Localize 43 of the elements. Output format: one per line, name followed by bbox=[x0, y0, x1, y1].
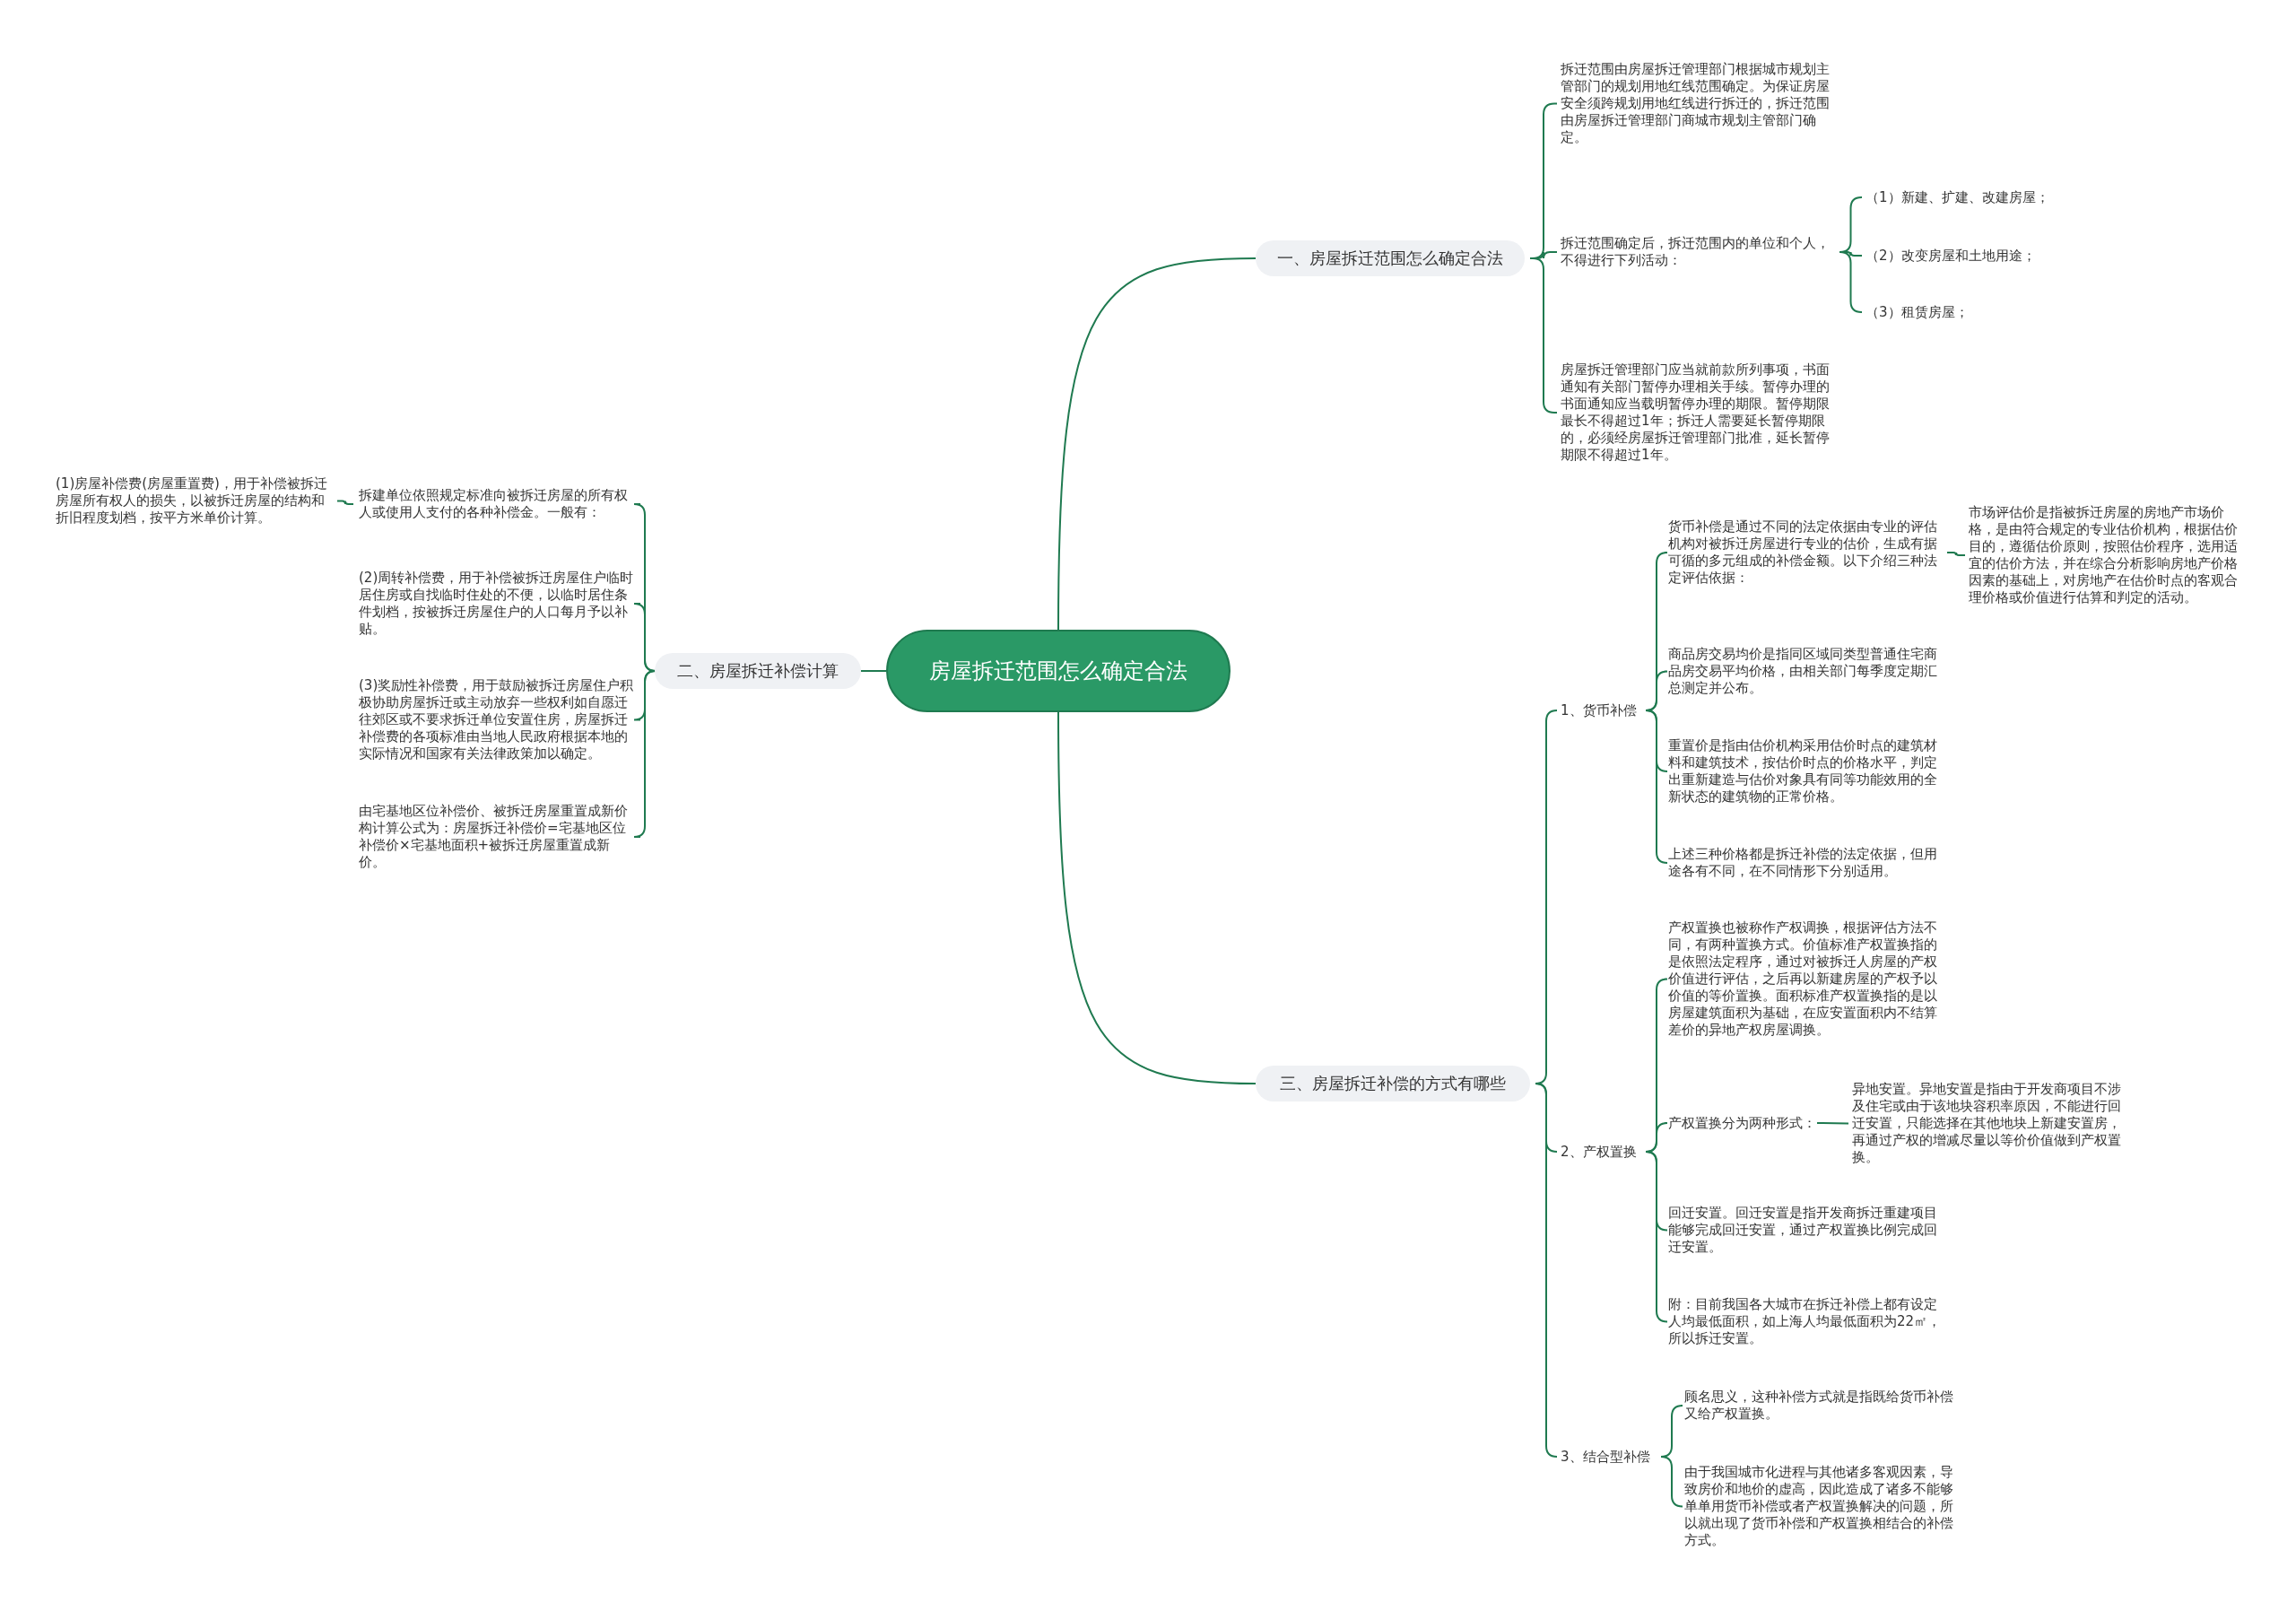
note-text: 由于我国城市化进程与其他诸多客观因素，导致房价和地价的虚高，因此造成了诸多不能够单单用货币补偿或者产权置换解决的问题，所以就出现了货币补偿和产权置换相结合的补偿方式。 bbox=[1684, 1464, 1953, 1549]
note-text: 拆迁范围由房屋拆迁管理部门根据城市规划主管部门的规划用地红线范围确定。为保证房屋安全须跨规划用地红线进行拆迁的，拆迁范围由房屋拆迁管理部门商城市规划主管部门确定。 bbox=[1561, 61, 1834, 146]
note-text: (3)奖励性补偿费，用于鼓励被拆迁房屋住户积极协助房屋拆迁或主动放弃一些权利如自愿迁往郊区或不要求拆迁单位安置住房，房屋拆迁补偿费的各项标准由当地人民政府根据本地的实际情况和国家有关法律政策加以确定。 bbox=[359, 677, 637, 762]
connector bbox=[1057, 711, 1257, 1084]
connector bbox=[633, 670, 657, 838]
note-text: 异地安置。异地安置是指由于开发商项目不涉及住宅或由于该地块容积率原因，不能进行回迁安置，只能选择在其他地块上新建安置房，再通过产权的增减尽量以等价价值做到产权置换。 bbox=[1852, 1081, 2126, 1166]
note-text: (1)房屋补偿费(房屋重置费)，用于补偿被拆迁房屋所有权人的损失，以被拆迁房屋的结构和折旧程度划档，按平方米单价计算。 bbox=[56, 475, 334, 527]
subtopic-text: 1、货币补偿 bbox=[1561, 701, 1643, 719]
subtopic-text: 2、产权置换 bbox=[1561, 1143, 1643, 1161]
subtopic-text: 3、结合型补偿 bbox=[1561, 1448, 1657, 1466]
connector bbox=[336, 500, 354, 505]
connector bbox=[1946, 552, 1966, 556]
topic-pill: 一、房屋拆迁范围怎么确定合法 bbox=[1256, 240, 1525, 276]
connector bbox=[1645, 1151, 1668, 1323]
note-text: 拆迁范围确定后，拆迁范围内的单位和个人，不得进行下列活动： bbox=[1561, 235, 1834, 269]
note-text: 产权置换也被称作产权调换，根据评估方法不同，有两种置换方式。价值标准产权置换指的是依照法定程序，通过对被拆迁人房屋的产权价值进行评估，之后再以新建房屋的产权予以价值的等价置换。面积标准产权置换指的是以房屋建筑面积为基础，在应安置面积内不结算差价的异地产权房屋调换。 bbox=[1668, 919, 1942, 1039]
connector bbox=[1535, 1083, 1558, 1458]
connector bbox=[1529, 257, 1558, 414]
connector bbox=[1057, 257, 1257, 631]
subtopic-text: 产权置换分为两种形式： bbox=[1668, 1114, 1812, 1132]
note-text: 房屋拆迁管理部门应当就前款所列事项，书面通知有关部门暂停办理相关手续。暂停办理的书面通知应当载明暂停办理的期限。暂停期限最长不得超过1年；拆迁人需要延长暂停期限的，必须经房屋拆迁管理部门批准，延长暂停期限不得超过1年。 bbox=[1561, 361, 1834, 464]
note-text: 货币补偿是通过不同的法定依据由专业的评估机构对被拆迁房屋进行专业的估价，生成有据可循的多元组成的补偿金额。以下介绍三种法定评估依据： bbox=[1668, 518, 1942, 587]
central-topic: 房屋拆迁范围怎么确定合法 bbox=[886, 630, 1231, 712]
note-text: 附：目前我国各大城市在拆迁补偿上都有设定人均最低面积，如上海人均最低面积为22㎡，所以拆迁安置。 bbox=[1668, 1296, 1942, 1347]
note-text: 拆建单位依照规定标准向被拆迁房屋的所有权人或使用人支付的各种补偿金。一般有： bbox=[359, 487, 637, 521]
connector bbox=[1660, 1456, 1683, 1508]
note-text: 重置价是指由估价机构采用估价时点的建筑材料和建筑技术，按估价时点的价格水平，判定出重新建造与估价对象具有同等功能效用的全新状态的建筑物的正常价格。 bbox=[1668, 737, 1942, 806]
note-text: 市场评估价是指被拆迁房屋的房地产市场价格，是由符合规定的专业估价机构，根据估价目的，遵循估价原则，按照估价程序，选用适宜的估价方法，并在综合分析影响房地产价格因素的基础上，对房地产在估价时点的客观合理价格或价值进行估算和判定的活动。 bbox=[1969, 504, 2242, 606]
connector bbox=[1645, 710, 1668, 864]
note-text: 商品房交易均价是指同区域同类型普通住宅商品房交易平均价格，由相关部门每季度定期汇总测定并公布。 bbox=[1668, 646, 1942, 697]
topic-pill: 三、房屋拆迁补偿的方式有哪些 bbox=[1256, 1066, 1530, 1102]
note-text: 由宅基地区位补偿价、被拆迁房屋重置成新价构计算公式为：房屋拆迁补偿价=宅基地区位补偿价×宅基地面积+被拆迁房屋重置成新价。 bbox=[359, 803, 637, 871]
topic-pill: 二、房屋拆迁补偿计算 bbox=[655, 653, 861, 689]
note-text: 顾名思义，这种补偿方式就是指既给货币补偿又给产权置换。 bbox=[1684, 1389, 1953, 1423]
note-text: 回迁安置。回迁安置是指开发商拆迁重建项目能够完成回迁安置，通过产权置换比例完成回迁安置。 bbox=[1668, 1205, 1942, 1256]
subtopic-text: （1）新建、扩建、改建房屋； bbox=[1866, 188, 2063, 206]
connector bbox=[1816, 1122, 1849, 1125]
connector bbox=[860, 670, 887, 672]
note-text: 上述三种价格都是拆迁补偿的法定依据，但用途各有不同，在不同情形下分别适用。 bbox=[1668, 846, 1942, 880]
connector bbox=[1839, 251, 1863, 313]
subtopic-text: （3）租赁房屋； bbox=[1866, 303, 2063, 321]
note-text: (2)周转补偿费，用于补偿被拆迁房屋住户临时居住房或自找临时住处的不便，以临时居住条件划档，按被拆迁房屋住户的人口每月予以补贴。 bbox=[359, 570, 637, 638]
subtopic-text: （2）改变房屋和土地用途； bbox=[1866, 247, 2063, 265]
